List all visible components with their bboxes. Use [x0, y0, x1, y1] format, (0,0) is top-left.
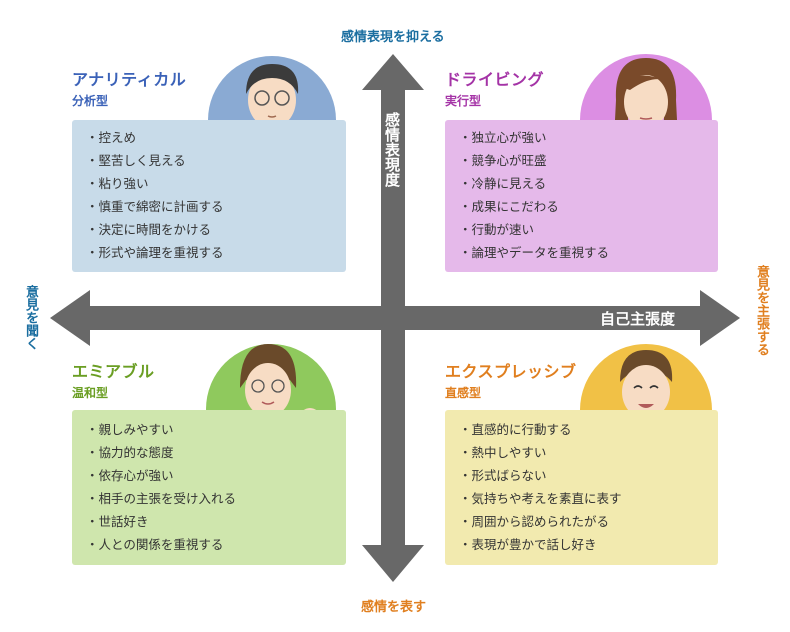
list-item: ・世話好き — [86, 514, 149, 529]
list-item: ・独立心が強い — [459, 130, 547, 145]
list-item: ・形式ばらない — [459, 468, 547, 483]
list-item: ・粘り強い — [86, 176, 149, 191]
list-item: ・慎重で綿密に計画する — [86, 199, 224, 214]
list-item: ・依存心が強い — [86, 468, 174, 483]
list-item: ・周囲から認められたがる — [459, 514, 610, 529]
analytical-traits-box: ・控えめ ・堅苦しく見える ・粘り強い ・慎重で綿密に計画する ・決定に時間をか… — [72, 120, 346, 272]
list-item: ・形式や論理を重視する — [86, 245, 224, 260]
horizontal-axis-arrow — [50, 290, 740, 346]
expressive-title: エクスプレッシブ — [445, 362, 577, 381]
list-item: ・直感的に行動する — [459, 422, 572, 437]
list-item: ・行動が速い — [459, 222, 535, 237]
list-item: ・気持ちや考えを素直に表す — [459, 491, 622, 506]
driving-title: ドライビング — [445, 70, 545, 89]
axis-label-left: 意見を聞く — [23, 285, 38, 350]
horizontal-axis-name: 自己主張度 — [600, 310, 676, 328]
list-item: ・相手の主張を受け入れる — [86, 491, 237, 506]
list-item: ・堅苦しく見える — [86, 153, 186, 168]
list-item: ・論理やデータを重視する — [459, 245, 610, 260]
amiable-subtitle: 温和型 — [72, 386, 109, 400]
analytical-title: アナリティカル — [72, 70, 187, 89]
expressive-subtitle: 直感型 — [445, 386, 482, 400]
list-item: ・控えめ — [86, 130, 137, 145]
list-item: ・成果にこだわる — [459, 199, 559, 214]
list-item: ・熱中しやすい — [459, 445, 547, 460]
expressive-traits-box: ・直感的に行動する ・熱中しやすい ・形式ばらない ・気持ちや考えを素直に表す … — [445, 410, 718, 565]
amiable-title: エミアブル — [72, 362, 155, 381]
axis-label-right: 意見を主張する — [754, 265, 769, 356]
list-item: ・協力的な態度 — [86, 445, 174, 460]
list-item: ・人との関係を重視する — [86, 537, 224, 552]
list-item: ・競争心が旺盛 — [459, 153, 547, 168]
list-item: ・表現が豊かで話し好き — [459, 537, 597, 552]
list-item: ・冷静に見える — [459, 176, 547, 191]
driving-subtitle: 実行型 — [445, 94, 482, 108]
list-item: ・決定に時間をかける — [86, 222, 212, 237]
vertical-axis-name: 感情表現度 — [383, 112, 401, 187]
list-item: ・親しみやすい — [86, 422, 174, 437]
amiable-traits-box: ・親しみやすい ・協力的な態度 ・依存心が強い ・相手の主張を受け入れる ・世話… — [72, 410, 346, 565]
axis-label-bottom: 感情を表す — [361, 600, 427, 615]
axis-label-top: 感情表現を抑える — [341, 30, 445, 45]
driving-traits-box: ・独立心が強い ・競争心が旺盛 ・冷静に見える ・成果にこだわる ・行動が速い … — [445, 120, 718, 272]
analytical-subtitle: 分析型 — [72, 94, 109, 108]
